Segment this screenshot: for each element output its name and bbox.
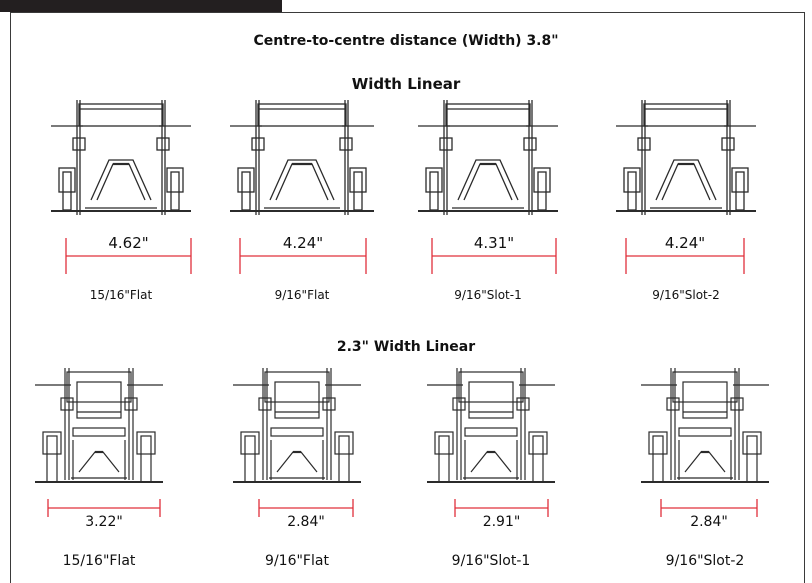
section2-title: 2.3" Width Linear	[336, 339, 476, 355]
section1-dimension-label: 4.31"	[474, 234, 514, 252]
section1-profile: 4.31" 9/16"Slot-1	[418, 100, 558, 302]
header-bar	[0, 0, 282, 12]
section2-caption: 9/16"Flat	[265, 553, 329, 569]
section1-profile: 4.24" 9/16"Flat	[230, 100, 374, 302]
section2-caption: 9/16"Slot-2	[666, 553, 745, 569]
section2-profile: 3.22" 15/16"Flat	[35, 368, 163, 569]
section2-dimension-label: 2.91"	[483, 514, 521, 530]
section2-dimension-label: 2.84"	[690, 514, 728, 530]
section1-dimension-label: 4.24"	[665, 234, 705, 252]
content-frame	[10, 12, 805, 583]
section2-dimension-label: 3.22"	[85, 514, 123, 530]
section2-profile: 2.91" 9/16"Slot-1	[427, 368, 555, 569]
section1-dimension-label: 4.62"	[108, 234, 148, 252]
section2-profile: 2.84" 9/16"Slot-2	[641, 368, 769, 569]
section1-caption: 15/16"Flat	[90, 288, 153, 302]
section1-dimension-label: 4.24"	[283, 234, 323, 252]
section1-caption: 9/16"Slot-1	[454, 288, 521, 302]
section1-caption: 9/16"Flat	[275, 288, 330, 302]
section1-title: Width Linear	[351, 75, 461, 93]
section1-caption: 9/16"Slot-2	[652, 288, 719, 302]
section2-dimension-label: 2.84"	[287, 514, 325, 530]
main-title: Centre-to-centre distance (Width) 3.8"	[253, 33, 559, 49]
section2-profile: 2.84" 9/16"Flat	[233, 368, 361, 569]
section1-profile: 4.24" 9/16"Slot-2	[616, 100, 756, 302]
section2-caption: 15/16"Flat	[63, 553, 136, 569]
section1-profile: 4.62" 15/16"Flat	[51, 100, 192, 302]
section2-caption: 9/16"Slot-1	[452, 553, 531, 569]
